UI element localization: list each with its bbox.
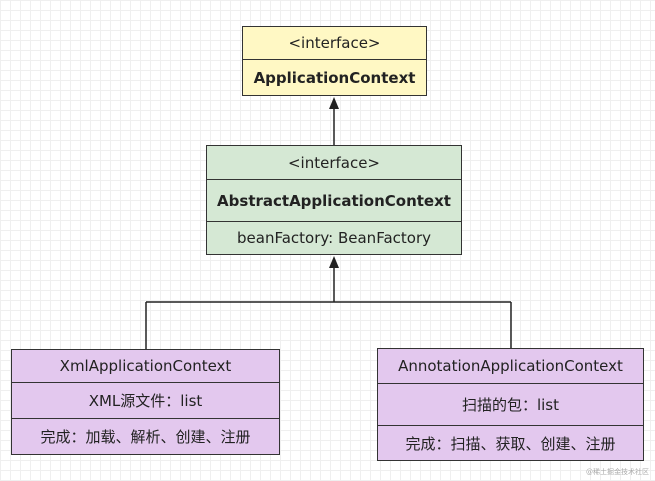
xml-application-context-box: XmlApplicationContext XML源文件：list 完成：加载、… (11, 349, 280, 455)
application-context-stereotype: <interface> (288, 34, 381, 52)
watermark: @稀土掘金技术社区 (586, 468, 649, 476)
annotation-application-context-attribute: 扫描的包：list (378, 383, 643, 425)
abstract-application-context-stereotype: <interface> (287, 153, 381, 172)
abstract-application-context-name: AbstractApplicationContext (207, 179, 461, 221)
abstract-application-context-field: beanFactory: BeanFactory (207, 221, 461, 254)
xml-application-context-attribute: XML源文件：list (12, 382, 279, 418)
application-context-name: ApplicationContext (243, 59, 426, 95)
xml-application-context-operation: 完成：加载、解析、创建、注册 (12, 418, 279, 454)
arrowhead-abstract (329, 256, 339, 268)
annotation-application-context-box: AnnotationApplicationContext 扫描的包：list 完… (377, 348, 644, 461)
annotation-application-context-operation: 完成：扫描、获取、创建、注册 (378, 425, 643, 460)
arrowhead-appctx (329, 97, 339, 109)
abstract-application-context-box: <interface> AbstractApplicationContext b… (206, 145, 462, 255)
annotation-application-context-name: AnnotationApplicationContext (398, 357, 623, 375)
application-context-box: <interface> ApplicationContext (242, 26, 427, 96)
xml-application-context-name: XmlApplicationContext (59, 357, 232, 375)
